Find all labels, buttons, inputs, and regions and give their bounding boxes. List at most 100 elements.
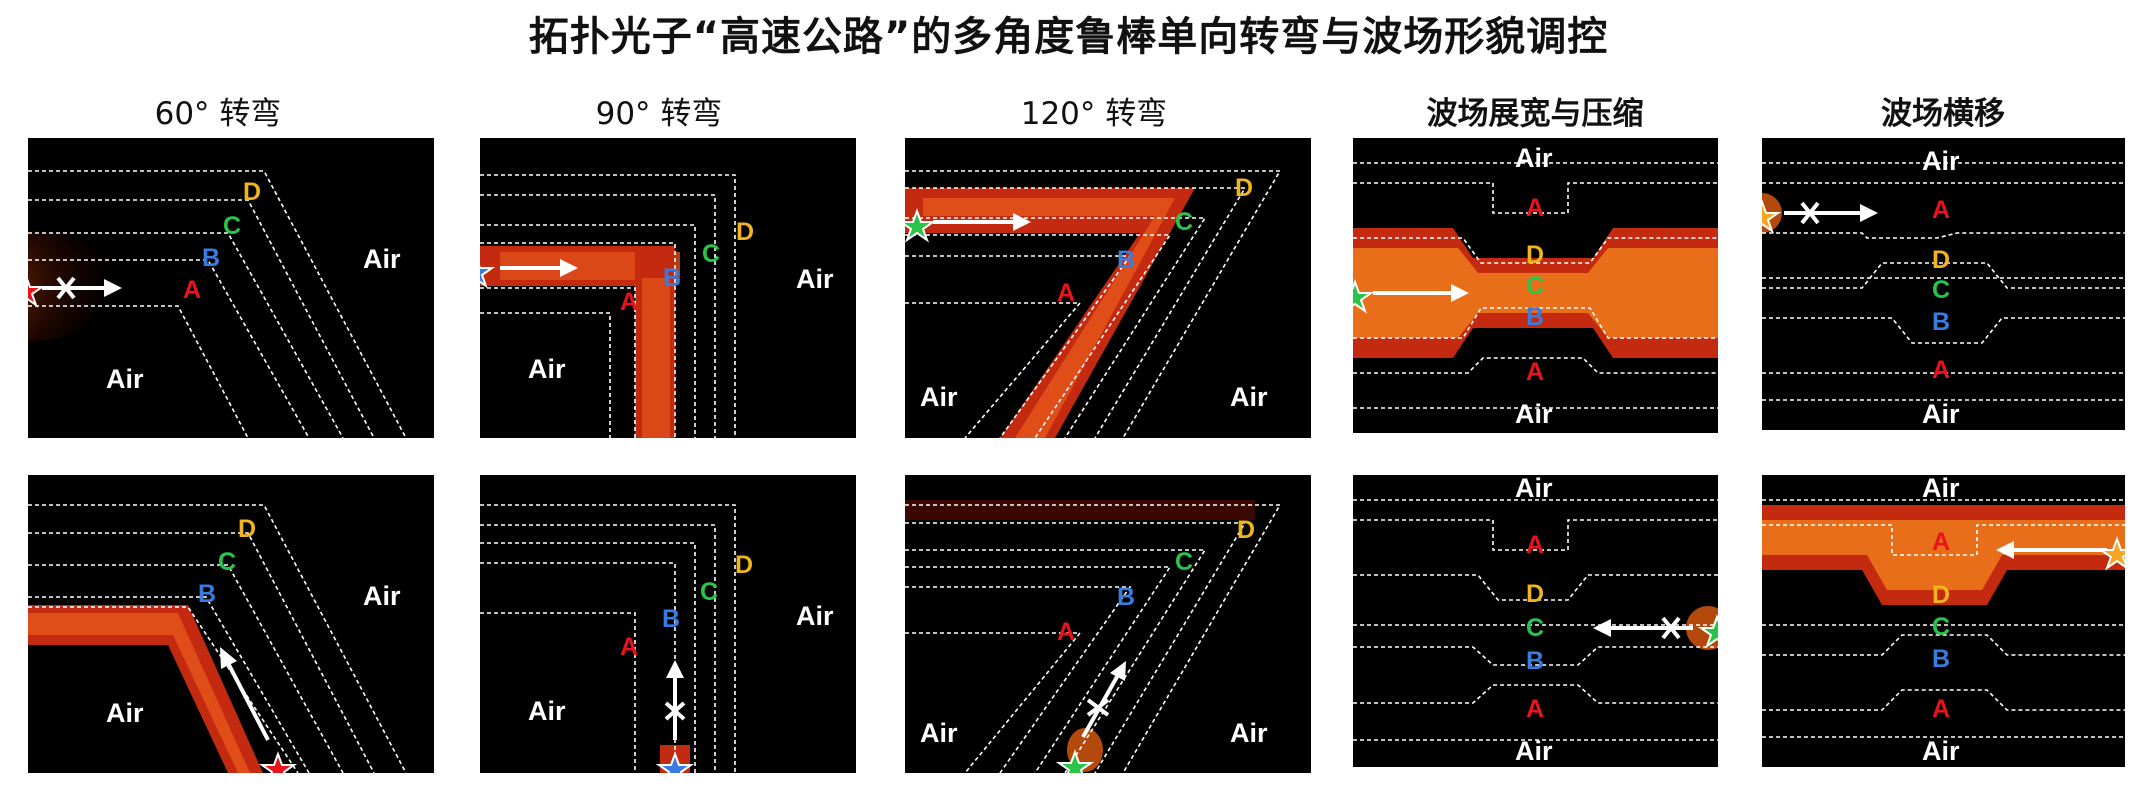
domain-boundaries <box>28 504 407 773</box>
label-air: Air <box>363 581 401 611</box>
label-B: B <box>663 264 681 292</box>
label-air: Air <box>1922 475 1960 503</box>
column-title-broaden-compress: 波场展宽与压缩 <box>1426 96 1644 132</box>
label-air: Air <box>528 354 566 384</box>
label-C: C <box>700 578 718 606</box>
label-C: C <box>1175 548 1193 576</box>
column-title-90deg: 90° 转弯 <box>595 96 723 132</box>
domain-boundaries <box>1762 499 2125 738</box>
label-C: C <box>702 240 720 268</box>
label-B: B <box>1117 583 1135 611</box>
domain-boundaries <box>905 504 1282 773</box>
label-air: Air <box>106 364 144 394</box>
label-D: D <box>736 218 754 246</box>
label-B: B <box>1526 647 1544 675</box>
label-D: D <box>1932 246 1950 274</box>
label-C: C <box>223 212 241 240</box>
panel-60deg-backward: D C B Air Air <box>28 475 434 773</box>
column-title-60deg: 60° 转弯 <box>154 96 282 132</box>
domain-boundaries <box>480 174 736 438</box>
panel-90deg-forward: D C B A Air Air <box>480 138 856 438</box>
red-star-icon <box>258 751 298 773</box>
panel-shift-blocked: Air A D C B A Air <box>1762 138 2125 430</box>
green-star-icon <box>905 208 937 243</box>
label-air: Air <box>1515 475 1553 503</box>
label-A: A <box>620 288 638 316</box>
orange-star-icon <box>1762 199 1782 234</box>
label-air: Air <box>1922 399 1960 429</box>
panel-90deg-backward: D C B A Air Air <box>480 475 856 773</box>
label-A: A <box>1932 528 1950 556</box>
green-star-icon <box>1055 749 1095 773</box>
field-band <box>905 188 1195 438</box>
label-A: A <box>1526 695 1544 723</box>
label-air: Air <box>363 244 401 274</box>
label-air: Air <box>920 718 958 748</box>
label-A: A <box>1932 356 1950 384</box>
label-A: A <box>1526 358 1544 386</box>
label-D: D <box>1235 174 1253 202</box>
column-title-shift: 波场横移 <box>1881 96 2005 132</box>
arrow-right-icon <box>1373 284 1469 302</box>
field-band <box>480 246 680 438</box>
arrow-right-icon <box>42 276 122 300</box>
label-C: C <box>1932 276 1950 304</box>
label-B: B <box>1932 645 1950 673</box>
label-air: Air <box>1922 146 1960 176</box>
panel-shift: Air A D C B A Air <box>1762 475 2125 767</box>
label-D: D <box>1237 516 1255 544</box>
label-A: A <box>1932 695 1950 723</box>
field-faint <box>905 500 1255 520</box>
label-air: Air <box>1230 718 1268 748</box>
label-air: Air <box>1515 143 1553 173</box>
domain-boundaries <box>480 504 736 773</box>
label-B: B <box>202 244 220 272</box>
label-B: B <box>1526 303 1544 331</box>
panel-compress-blocked: Air A D C B A Air <box>1353 475 1718 767</box>
arrow-left-icon <box>1996 541 2107 559</box>
arrow-right-icon <box>933 213 1031 231</box>
orange-star-icon <box>2097 536 2125 571</box>
label-air: Air <box>1230 382 1268 412</box>
domain-boundaries <box>1353 162 1718 409</box>
label-air: Air <box>106 698 144 728</box>
field-band <box>28 605 263 773</box>
label-air: Air <box>796 601 834 631</box>
label-C: C <box>1175 208 1193 236</box>
label-A: A <box>1932 196 1950 224</box>
label-air: Air <box>1515 399 1553 429</box>
panel-broaden: Air A D C B A Air <box>1353 138 1718 433</box>
arrow-left-icon <box>1593 616 1693 640</box>
label-D: D <box>1932 581 1950 609</box>
domain-boundaries <box>1353 499 1718 741</box>
label-C: C <box>1526 614 1544 642</box>
domain-boundaries <box>28 170 407 438</box>
label-C: C <box>218 548 236 576</box>
label-D: D <box>243 178 261 206</box>
arrow-up-right-icon <box>1081 661 1126 738</box>
label-D: D <box>1526 580 1544 608</box>
label-D: D <box>238 515 256 543</box>
label-air: Air <box>796 264 834 294</box>
field-band <box>1353 228 1718 358</box>
panel-60deg-forward: D C B A Air Air <box>28 138 434 438</box>
column-title-120deg: 120° 转弯 <box>1020 96 1168 132</box>
label-A: A <box>1526 531 1544 559</box>
domain-boundaries <box>1762 162 2125 401</box>
label-A: A <box>1057 279 1075 307</box>
panel-120deg-forward: D C B A Air Air <box>905 138 1311 438</box>
label-A: A <box>1526 194 1544 222</box>
label-A: A <box>183 276 201 304</box>
label-D: D <box>1526 241 1544 269</box>
label-C: C <box>1932 613 1950 641</box>
arrow-right-icon <box>500 259 578 277</box>
label-air: Air <box>528 696 566 726</box>
arrow-right-icon <box>1784 201 1878 225</box>
domain-boundaries <box>905 170 1282 438</box>
label-D: D <box>735 551 753 579</box>
panel-120deg-backward: D C B A Air Air <box>905 475 1311 773</box>
label-B: B <box>662 605 680 633</box>
label-air: Air <box>1922 736 1960 766</box>
green-star-icon <box>1353 279 1375 314</box>
arrow-up-icon <box>664 660 686 740</box>
